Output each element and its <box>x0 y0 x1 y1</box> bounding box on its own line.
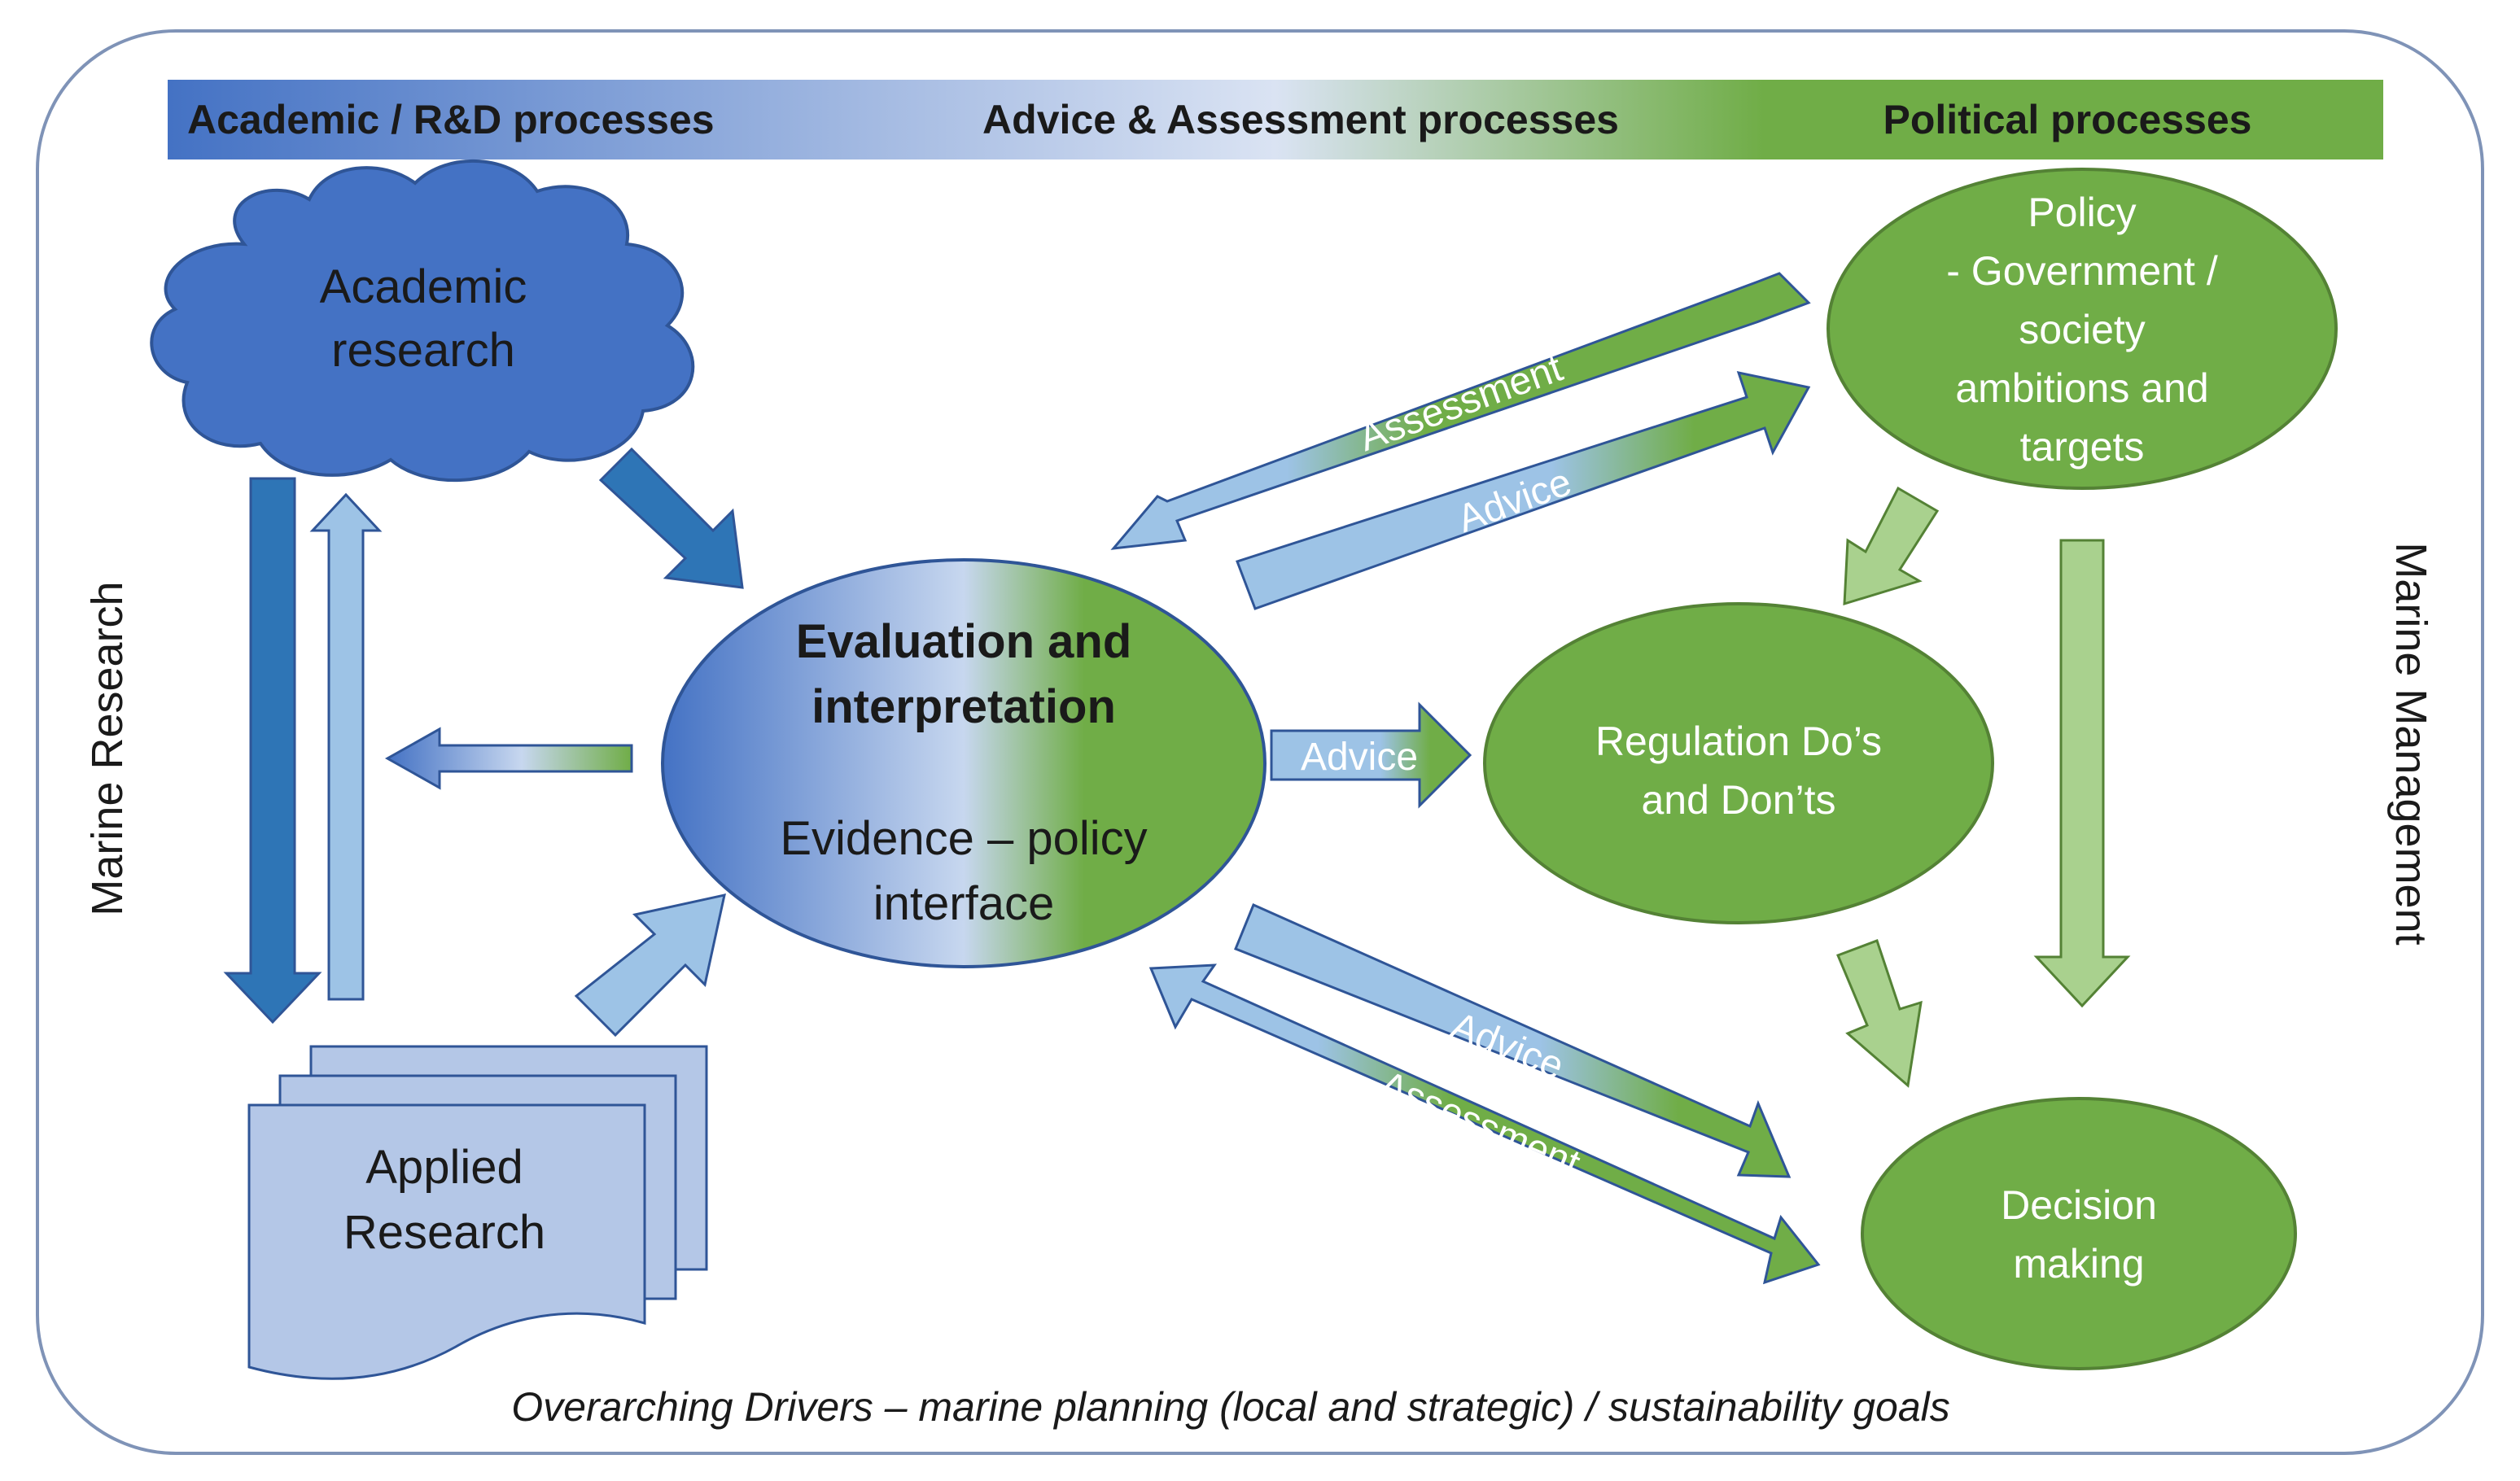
overarching-drivers-footer: Overarching Drivers – marine planning (l… <box>511 1384 1949 1430</box>
doc-front <box>247 1103 646 1380</box>
arrow-advice-evaluation-to-regulation: Advice <box>1270 701 1472 809</box>
regulation-node: Regulation Do’s and Don’ts <box>1483 602 1994 924</box>
marine-management-label: Marine Management <box>2387 542 2435 945</box>
regulation-line2: and Don’ts <box>1641 777 1835 823</box>
assessment-lower-shape <box>1148 963 1821 1285</box>
header-advice-label: Advice & Assessment processes <box>982 97 1619 142</box>
advice-middle-shape <box>1270 701 1472 809</box>
process-header-bar <box>168 80 2383 159</box>
regulation-ellipse <box>1483 602 1994 924</box>
policy-ellipse <box>1827 168 2338 490</box>
advice-lower-shape <box>1234 902 1792 1178</box>
arrow-regulation-to-decision <box>1836 939 1923 1088</box>
advice-upper-shape <box>1236 370 1811 610</box>
academic-research-line2: research <box>331 324 515 377</box>
policy-line5: targets <box>2020 424 2145 470</box>
applied-research-line1: Applied <box>365 1141 523 1194</box>
arrow-policy-to-decision <box>2033 539 2131 1008</box>
evaluation-subtitle-line2: interface <box>873 877 1054 930</box>
evaluation-title-line2: interpretation <box>812 680 1116 733</box>
decision-ellipse <box>1861 1097 2297 1370</box>
cloud-shape <box>150 159 695 483</box>
academic-research-line1: Academic <box>320 260 527 313</box>
applied-research-line2: Research <box>343 1206 545 1259</box>
arrow-policy-to-regulation <box>1843 486 1940 606</box>
regulation-line1: Regulation Do’s <box>1595 719 1882 764</box>
evaluation-subtitle-line1: Evidence – policy <box>780 812 1147 865</box>
arrow-applied-to-evaluation <box>574 893 726 1038</box>
applied-research-documents: Applied Research <box>247 1045 708 1380</box>
decision-line2: making <box>2013 1241 2144 1287</box>
academic-research-cloud: Academic research <box>150 159 695 483</box>
evaluation-ellipse <box>661 558 1267 968</box>
marine-research-label: Marine Research <box>83 581 132 915</box>
policy-node: Policy - Government / society ambitions … <box>1827 168 2338 490</box>
policy-line2: - Government / <box>1946 248 2218 294</box>
decision-node: Decision making <box>1861 1097 2297 1370</box>
header-political-label: Political processes <box>1883 97 2251 142</box>
arrow-down-academic-to-applied <box>223 477 322 1024</box>
assessment-upper-shape <box>1110 272 1811 550</box>
arrow-academic-to-evaluation <box>598 447 744 589</box>
policy-line4: ambitions and <box>1955 365 2208 411</box>
evaluation-title-line1: Evaluation and <box>796 615 1132 668</box>
arrow-evaluation-to-research <box>384 727 633 790</box>
advice-middle-label: Advice <box>1301 736 1418 779</box>
decision-line1: Decision <box>2001 1182 2157 1228</box>
arrow-up-applied-to-academic <box>309 492 383 1001</box>
policy-line1: Policy <box>2028 190 2136 235</box>
header-academic-label: Academic / R&D processes <box>187 97 715 142</box>
policy-line3: society <box>2019 307 2146 352</box>
evaluation-interpretation-node: Evaluation and interpretation Evidence –… <box>661 558 1267 968</box>
